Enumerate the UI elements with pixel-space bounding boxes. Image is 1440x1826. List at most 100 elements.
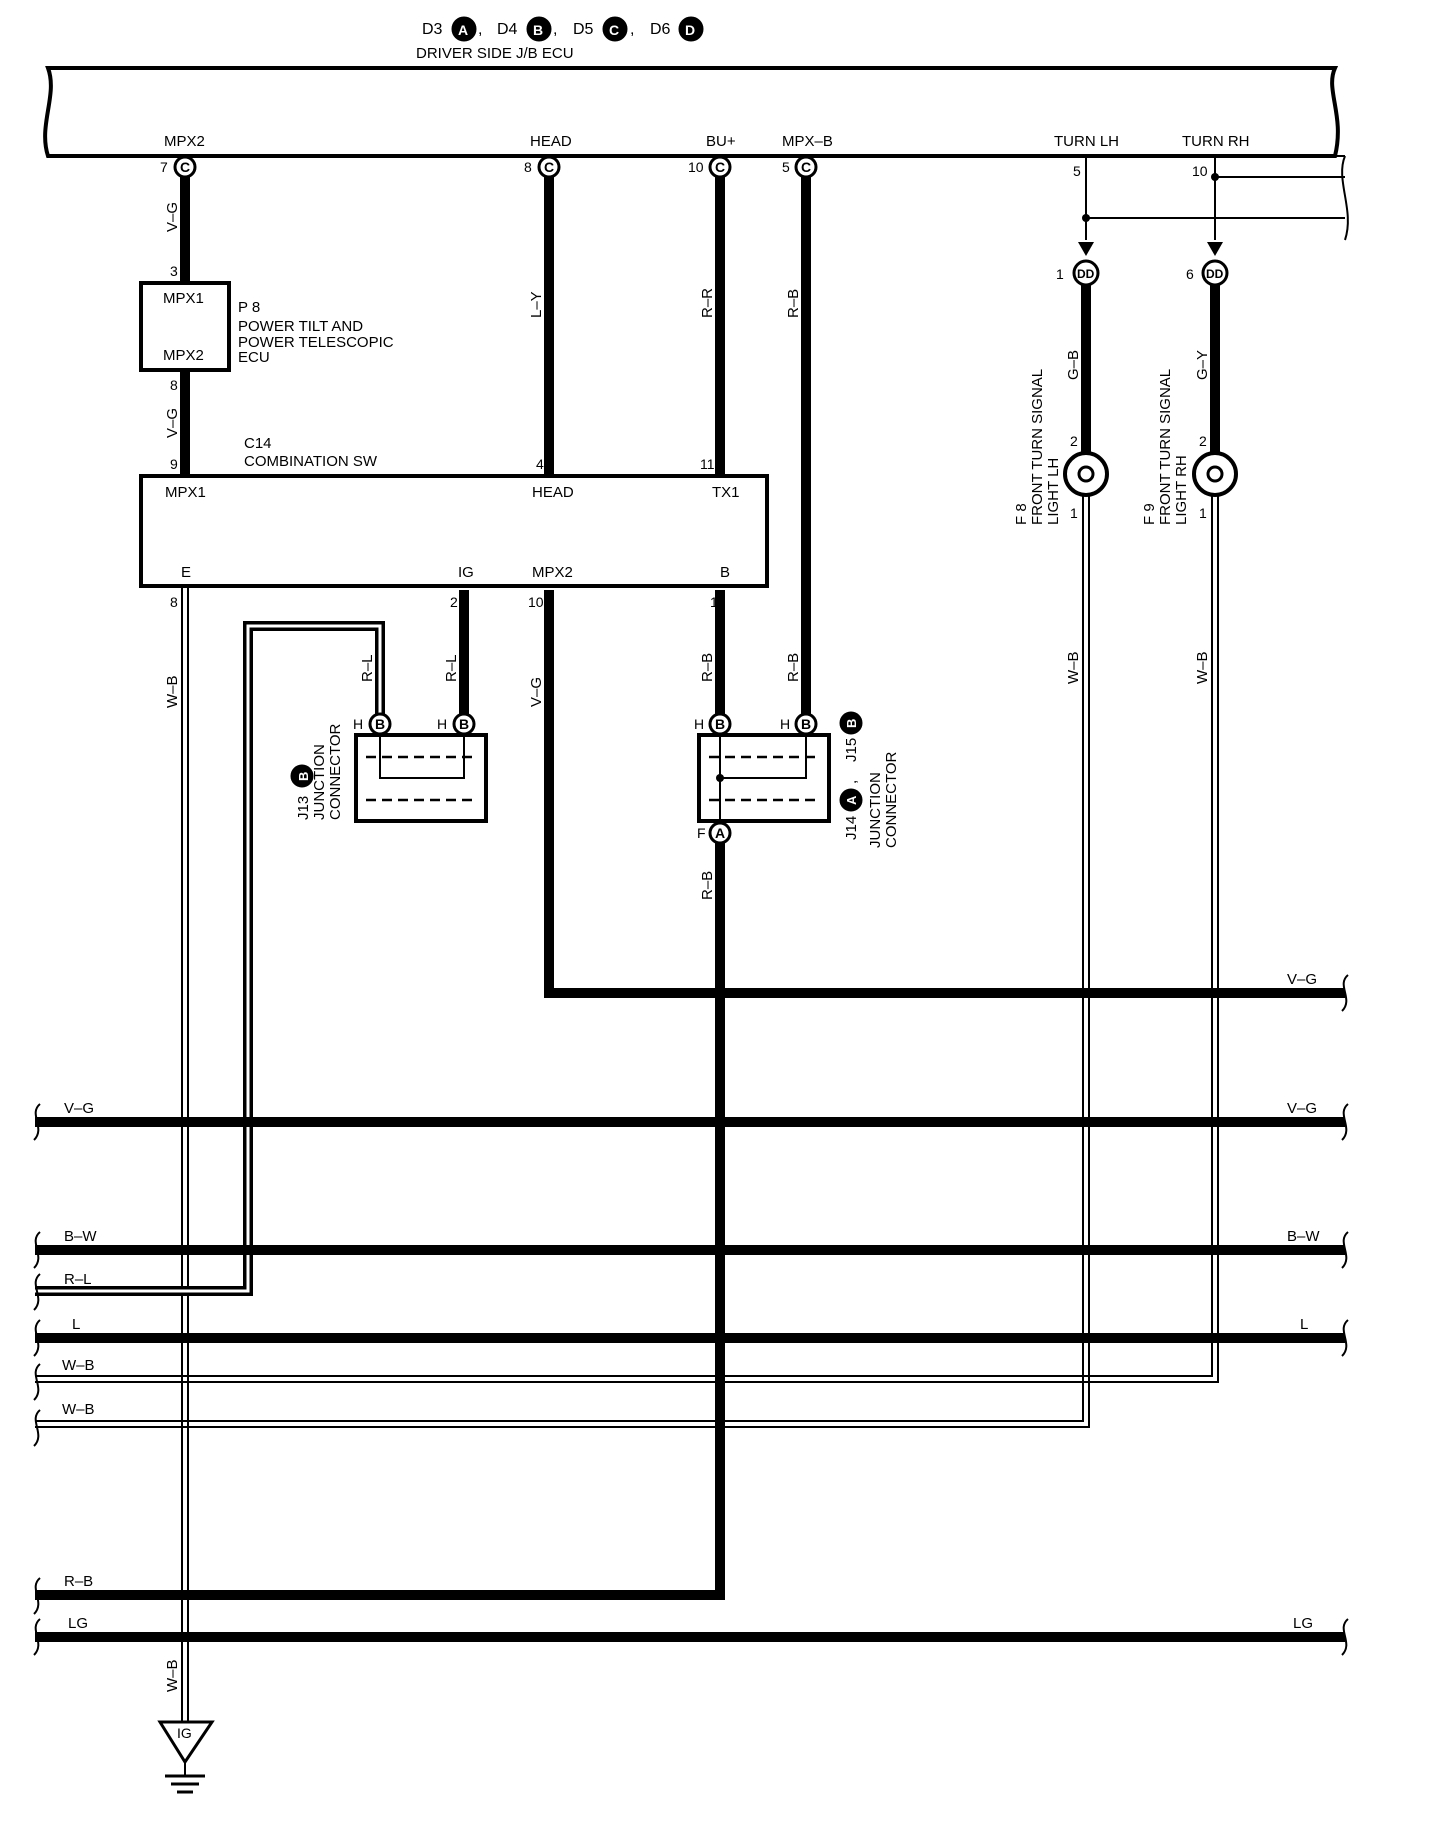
ground-icon: IG: [157, 1720, 215, 1794]
legend-sep: ,: [553, 21, 557, 38]
c14-box: [139, 474, 769, 588]
legend-letter-c: C: [609, 22, 619, 38]
bus-label-lg-left: LG: [68, 1615, 88, 1632]
legend-sep: ,: [630, 21, 634, 38]
j13-circle-2: [452, 712, 476, 736]
c14-pin-8: 8: [170, 594, 178, 610]
legend-d6: D6: [650, 21, 671, 38]
j13-line2: CONNECTOR: [327, 723, 344, 820]
lh-pin-in: 1: [1056, 266, 1064, 282]
ecu-name: DRIVER SIDE J/B ECU: [416, 45, 574, 62]
wire-label-rb-2: R–B: [785, 653, 802, 682]
p8-pin-3: 3: [170, 263, 178, 279]
pin-conn-mpx2: C: [180, 159, 190, 175]
bus-label-wb-left-1: W–B: [62, 1357, 95, 1374]
wire-label-rl-2: R–L: [359, 654, 376, 682]
c14-term-b: B: [720, 564, 730, 581]
pin-conn-mpxb: C: [801, 159, 811, 175]
j14-circle-1: [708, 712, 732, 736]
c14-term-tx1: TX1: [712, 484, 740, 501]
bus-label-l-right: L: [1300, 1316, 1308, 1333]
p8-term-mpx2: MPX2: [163, 347, 204, 364]
pin-10: 10: [688, 159, 704, 175]
c14-pin-2: 2: [450, 594, 458, 610]
rh-line1: FRONT TURN SIGNAL: [1157, 369, 1174, 525]
bus-label-rl-left: R–L: [64, 1271, 92, 1288]
wire-label-vg: V–G: [164, 202, 181, 232]
legend-d4: D4: [497, 21, 518, 38]
rh-id: F 9: [1141, 503, 1158, 525]
legend-circle-c: [602, 16, 628, 42]
j13-conn-1: B: [375, 716, 385, 732]
lh-id: F 8: [1013, 503, 1030, 525]
term-mpx2: MPX2: [164, 133, 205, 150]
p8-line2: POWER TELESCOPIC: [238, 334, 394, 351]
bus-label-l-left: L: [72, 1316, 80, 1333]
legend-circle-d: [678, 16, 704, 42]
wire-label-wb-e-2: W–B: [164, 1659, 181, 1692]
ecu-pins: 7 C 8 C 10 C 5 C 5 10: [160, 155, 1208, 179]
rh-pin1: 1: [1199, 505, 1207, 521]
j15-id-circle: [839, 711, 863, 735]
term-bu: BU+: [706, 133, 736, 150]
left-break-marks: [33, 1103, 41, 1656]
wire-wb-rh: [35, 495, 1219, 1383]
bus-label-vg-left: V–G: [64, 1100, 94, 1117]
term-turnrh: TURN RH: [1182, 133, 1250, 150]
c14-pin-1: 1: [710, 594, 718, 610]
j13-id: J13: [295, 796, 312, 820]
bus-label-vg-right-1: V–G: [1287, 971, 1317, 988]
j14-conn-f: A: [715, 825, 725, 841]
legend-d3: D3: [422, 21, 443, 38]
c14-term-mpx1: MPX1: [165, 484, 206, 501]
splice-lh: [1082, 214, 1090, 222]
wire-rl-loop-inner: [35, 624, 382, 1293]
lh-pin1: 1: [1070, 505, 1078, 521]
wire-wb-lh: [35, 495, 1090, 1428]
j14-splice: [716, 774, 724, 782]
j13-id-circle: [290, 764, 314, 788]
j14-id: J14: [843, 816, 860, 840]
connector-legend: D3 A , D4 B , D5 C , D6 D DRIVER SIDE J/…: [416, 16, 704, 62]
c14-pin-10: 10: [528, 594, 544, 610]
c14-term-head: HEAD: [532, 484, 574, 501]
c14-term-e: E: [181, 564, 191, 581]
bus-label-bw-left: B–W: [64, 1228, 97, 1245]
j14-pin-h1: H: [694, 716, 704, 732]
j14-conn-1: B: [715, 716, 725, 732]
lh-line1: FRONT TURN SIGNAL: [1029, 369, 1046, 525]
c14-pin-9: 9: [170, 456, 178, 472]
pin-5: 5: [782, 159, 790, 175]
arrow-lh: [1078, 242, 1094, 256]
ground-label: IG: [177, 1725, 192, 1741]
legend-circle-a: [451, 16, 477, 42]
c14-name: COMBINATION SW: [244, 453, 378, 470]
lh-bulb-icon: [1063, 451, 1109, 497]
c14-pin-4: 4: [536, 456, 544, 472]
legend-sep: ,: [478, 21, 482, 38]
j14-line2: CONNECTOR: [883, 751, 900, 848]
term-turnlh: TURN LH: [1054, 133, 1119, 150]
j13-pin-h2: H: [437, 716, 447, 732]
p8-term-mpx1: MPX1: [163, 290, 204, 307]
pin-turnrh: 10: [1192, 163, 1208, 179]
c14-id: C14: [244, 435, 272, 452]
wire-label-wb-rh: W–B: [1194, 651, 1211, 684]
rh-dd-text: DD: [1206, 267, 1224, 281]
splice-rh: [1211, 173, 1219, 181]
pin-8: 8: [524, 159, 532, 175]
wire-wb-ground: [181, 586, 189, 1722]
wire-label-ly: L–Y: [528, 291, 545, 318]
c14-term-ig: IG: [458, 564, 474, 581]
j14-pin-h2: H: [780, 716, 790, 732]
legend-d5: D5: [573, 21, 594, 38]
rh-bulb-icon: [1192, 451, 1238, 497]
c14-term-mpx2: MPX2: [532, 564, 573, 581]
bus-label-rb-left: R–B: [64, 1573, 93, 1590]
legend-letter-a: A: [458, 22, 468, 38]
term-mpxb: MPX–B: [782, 133, 833, 150]
wire-label-vg-2: V–G: [164, 408, 181, 438]
arrow-rh: [1207, 242, 1223, 256]
right-break-marks: [1341, 974, 1349, 1656]
